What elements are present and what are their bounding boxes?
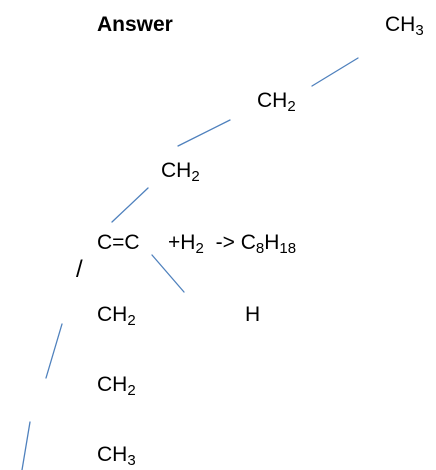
hydrogen-label: H: [245, 303, 261, 326]
reaction-product-h-sub: 18: [279, 240, 297, 257]
ch3-top-base: CH: [385, 13, 416, 36]
answer-heading: Answer: [97, 13, 173, 36]
ch2-lower-1-label: CH2: [97, 303, 136, 329]
ch2-lower-1-sub: 2: [127, 312, 136, 329]
reaction-product-h: H: [264, 231, 280, 254]
ch2-lower-2-label: CH2: [97, 373, 136, 399]
reaction-plus-h: +H: [168, 231, 196, 254]
reaction-arrow: ->: [215, 231, 235, 254]
ch2-middle-base: CH: [161, 159, 192, 182]
bond-ch2-upper-to-ch2-middle: [177, 119, 231, 147]
ch2-upper-label: CH2: [257, 89, 296, 115]
ch2-lower-1-base: CH: [97, 303, 128, 326]
bond-slash: /: [76, 256, 83, 283]
ch2-upper-sub: 2: [287, 98, 296, 115]
ch2-upper-base: CH: [257, 89, 288, 112]
ch2-middle-label: CH2: [161, 159, 200, 185]
ch3-bottom-label: CH3: [97, 443, 136, 469]
ch3-top-label: CH3: [385, 13, 424, 39]
ch3-bottom-sub: 3: [127, 452, 136, 469]
ch2-lower-2-sub: 2: [127, 382, 136, 399]
reaction-equation: +H2 -> C8H18: [168, 231, 297, 257]
ch2-middle-sub: 2: [191, 168, 200, 185]
ch3-bottom-base: CH: [97, 443, 128, 466]
reaction-product-c-sub: 8: [255, 240, 265, 257]
ch2-lower-2-base: CH: [97, 373, 128, 396]
bond-ch2-lower-1-to-ch2-lower-2: [45, 323, 63, 379]
ch3-top-sub: 3: [415, 22, 424, 39]
bond-ch2-middle-to-cc: [111, 187, 149, 223]
bond-cc-to-hydrogen: [151, 254, 185, 293]
reaction-h-sub: 2: [195, 240, 204, 257]
double-bond-label: C=C: [97, 231, 140, 254]
bond-ch2-lower-2-to-ch3-bottom: [21, 421, 31, 470]
reaction-product-c: C: [240, 231, 256, 254]
bond-ch3-to-ch2-upper: [311, 57, 359, 87]
